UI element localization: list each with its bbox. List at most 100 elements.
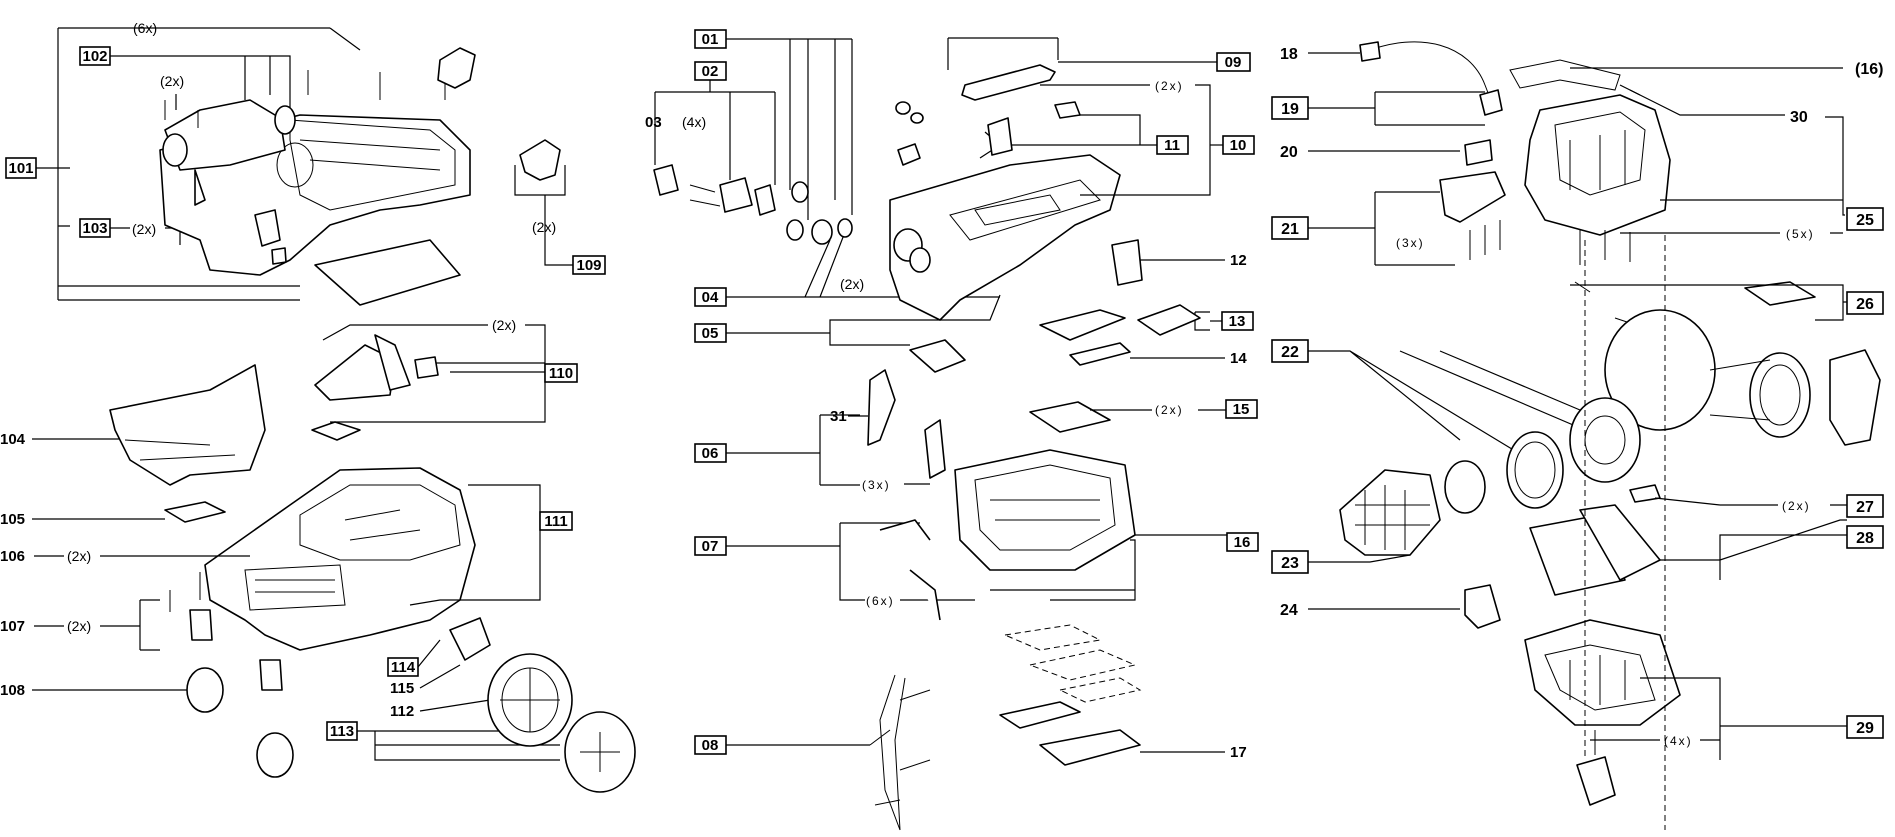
main-body-part	[204, 467, 476, 651]
label-115: 115	[390, 680, 414, 697]
part-24	[1464, 584, 1501, 629]
label-box-109	[572, 255, 606, 275]
qty-2x-106: (2x)	[67, 548, 91, 564]
label-box-27	[1846, 494, 1884, 518]
label-101: 101	[8, 160, 33, 177]
part-17	[999, 701, 1081, 729]
left-group: (6x) 101 102 (2x) 103 (2x) (2x)	[0, 20, 636, 793]
label-box-110	[544, 363, 578, 383]
label-18: 18	[1280, 46, 1298, 63]
label-box-28	[1846, 525, 1884, 549]
clip-part	[437, 47, 476, 89]
upper-housing-part	[889, 154, 1121, 321]
part-12	[1111, 239, 1143, 286]
label-08: 08	[702, 737, 719, 754]
label-16: 16	[1234, 534, 1251, 551]
qty-2x-103: (2x)	[132, 221, 156, 237]
label-107: 107	[0, 618, 25, 635]
part-09-handle	[961, 64, 1056, 101]
part-13	[1137, 304, 1201, 336]
part-109	[519, 139, 561, 181]
label-113: 113	[330, 723, 354, 740]
label-box-29	[1846, 715, 1884, 739]
label-04: 04	[702, 289, 719, 306]
qty-4x-29: (4x)	[1664, 734, 1693, 748]
lower-housing-29	[1524, 619, 1681, 726]
qty-4x-02: (4x)	[682, 114, 706, 130]
part-03	[653, 164, 679, 196]
part-29-foot	[1576, 756, 1616, 806]
qty-2x-110: (2x)	[492, 317, 516, 333]
label-102: 102	[82, 48, 107, 65]
label-114: 114	[391, 659, 416, 676]
caster-108	[186, 667, 224, 713]
label-24: 24	[1280, 602, 1298, 619]
label-11: 11	[1164, 137, 1180, 154]
label-box-11	[1156, 135, 1189, 155]
qty-3x-06: (3x)	[862, 478, 891, 492]
qty-3x-21: (3x)	[1396, 236, 1425, 250]
qty-2x-102: (2x)	[160, 73, 184, 89]
label-box-111	[539, 511, 573, 531]
label-21: 21	[1281, 221, 1299, 238]
label-07: 07	[702, 538, 719, 555]
label-111: 111	[544, 513, 567, 530]
label-box-09	[1216, 52, 1251, 72]
label-12: 12	[1230, 252, 1247, 269]
qty-6x-07: (6x)	[866, 594, 895, 608]
label-10: 10	[1230, 137, 1247, 154]
qty-2x-15: (2x)	[1155, 403, 1184, 417]
motor-unit	[1569, 397, 1641, 483]
label-box-26	[1846, 291, 1884, 315]
qty-2x-107: (2x)	[67, 618, 91, 634]
label-29: 29	[1856, 720, 1874, 737]
label-19: 19	[1281, 101, 1299, 118]
label-box-16	[1226, 532, 1259, 552]
label-26: 26	[1856, 296, 1874, 313]
part-105	[164, 501, 226, 523]
part-15	[1029, 401, 1111, 433]
label-112: 112	[390, 703, 414, 720]
fan-housing	[1604, 309, 1716, 431]
label-13: 13	[1229, 313, 1246, 330]
part-21	[1439, 171, 1506, 223]
label-box-25	[1846, 207, 1884, 231]
part-23-grille	[1339, 469, 1441, 556]
label-30: 30	[1790, 109, 1808, 126]
label-15: 15	[1233, 401, 1250, 418]
qty-5x-25: (5x)	[1786, 227, 1815, 241]
middle-group: 01 02 03 (4x) 04 (2x) 05 09	[645, 29, 1259, 831]
label-14: 14	[1230, 350, 1247, 367]
label-108: 108	[0, 682, 25, 699]
label-06: 06	[702, 445, 719, 462]
label-16-paren: (16)	[1855, 61, 1883, 78]
label-28: 28	[1856, 530, 1874, 547]
label-27: 27	[1856, 499, 1874, 516]
part-26	[1744, 281, 1816, 306]
right-group: 18 19 20 21 (3x) (16) 30 (5x) 25	[1271, 41, 1884, 830]
label-106: 106	[0, 548, 25, 565]
upper-housing-right	[1524, 94, 1671, 236]
part-104	[109, 364, 266, 486]
label-17: 17	[1230, 744, 1247, 761]
part-14	[1039, 309, 1126, 341]
label-01: 01	[702, 31, 719, 48]
base-plate-part	[314, 239, 461, 306]
part-20	[1464, 139, 1493, 166]
qty-2x-10: (2x)	[1155, 79, 1184, 93]
label-20: 20	[1280, 144, 1298, 161]
label-109: 109	[576, 257, 601, 274]
power-cord-18	[1364, 41, 1491, 99]
label-23: 23	[1281, 555, 1299, 572]
qty-2x-27: (2x)	[1782, 499, 1811, 513]
label-02: 02	[702, 63, 719, 80]
part-114	[449, 617, 491, 661]
qty-6x-top: (6x)	[133, 20, 157, 36]
label-box-15	[1225, 399, 1258, 419]
label-22: 22	[1281, 344, 1299, 361]
label-110: 110	[549, 365, 573, 382]
qty-2x-109: (2x)	[532, 219, 556, 235]
label-box-10	[1222, 135, 1255, 155]
part-05	[909, 339, 966, 373]
